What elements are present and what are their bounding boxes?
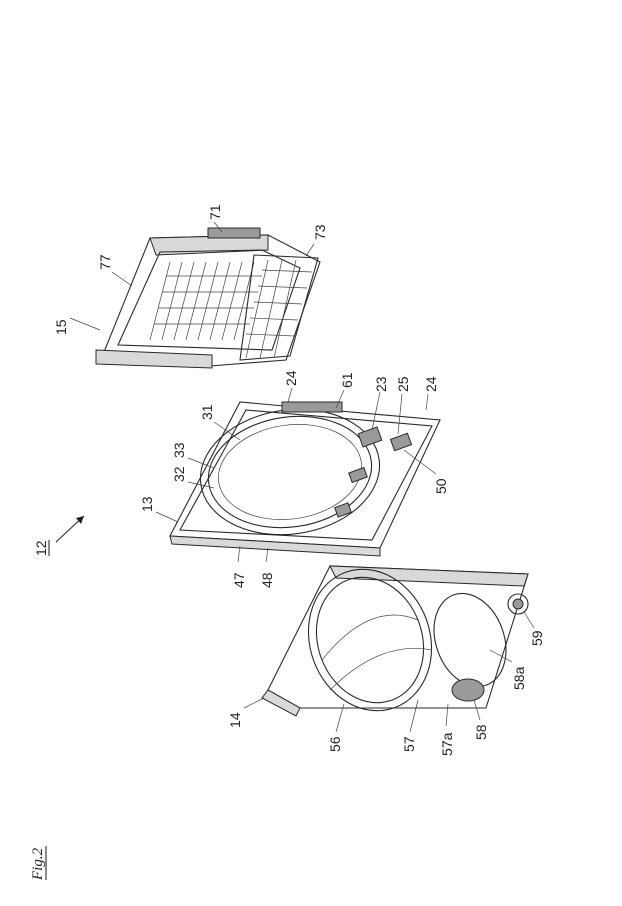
label-71: 71 — [207, 204, 223, 220]
callout-32: 32 — [171, 466, 214, 488]
callout-24-top: 24 — [283, 370, 299, 402]
label-56: 56 — [327, 736, 343, 752]
assembly-ref-label: 12 — [33, 540, 49, 556]
figure-label: Fig.2 — [30, 846, 46, 881]
label-58a: 58a — [511, 666, 527, 690]
callout-50: 50 — [404, 450, 449, 494]
label-50: 50 — [433, 478, 449, 494]
label-58: 58 — [473, 724, 489, 740]
label-61: 61 — [339, 372, 355, 388]
label-77: 77 — [97, 254, 113, 270]
callout-57a: 57a — [439, 704, 455, 756]
label-24-top: 24 — [283, 370, 299, 386]
callout-31: 31 — [199, 404, 240, 440]
assembly-ref-group: 12 — [33, 516, 84, 556]
callout-73: 73 — [306, 224, 328, 256]
callout-24-bottom: 24 — [423, 376, 439, 410]
figure-label-text: Fig.2 — [30, 847, 46, 881]
callout-47: 47 — [231, 546, 247, 588]
callout-48: 48 — [259, 548, 275, 588]
label-73: 73 — [312, 224, 328, 240]
label-23: 23 — [373, 376, 389, 392]
callout-58a: 58a — [490, 650, 527, 690]
label-33: 33 — [171, 442, 187, 458]
label-48: 48 — [259, 572, 275, 588]
label-31: 31 — [199, 404, 215, 420]
callout-59: 59 — [524, 612, 545, 646]
label-15: 15 — [53, 319, 69, 335]
callout-13: 13 — [139, 496, 178, 522]
label-32: 32 — [171, 466, 187, 482]
callout-25: 25 — [395, 376, 411, 434]
back-unit — [96, 228, 320, 368]
callout-15: 15 — [53, 318, 100, 335]
label-57a: 57a — [439, 732, 455, 756]
label-24-bottom: 24 — [423, 376, 439, 392]
callout-77: 77 — [97, 254, 132, 286]
label-57: 57 — [401, 736, 417, 752]
label-59: 59 — [529, 630, 545, 646]
callout-56: 56 — [327, 704, 344, 752]
label-14: 14 — [227, 712, 243, 728]
label-13: 13 — [139, 496, 155, 512]
label-25: 25 — [395, 376, 411, 392]
callout-14: 14 — [227, 698, 264, 728]
label-47: 47 — [231, 572, 247, 588]
front-door — [262, 552, 528, 728]
